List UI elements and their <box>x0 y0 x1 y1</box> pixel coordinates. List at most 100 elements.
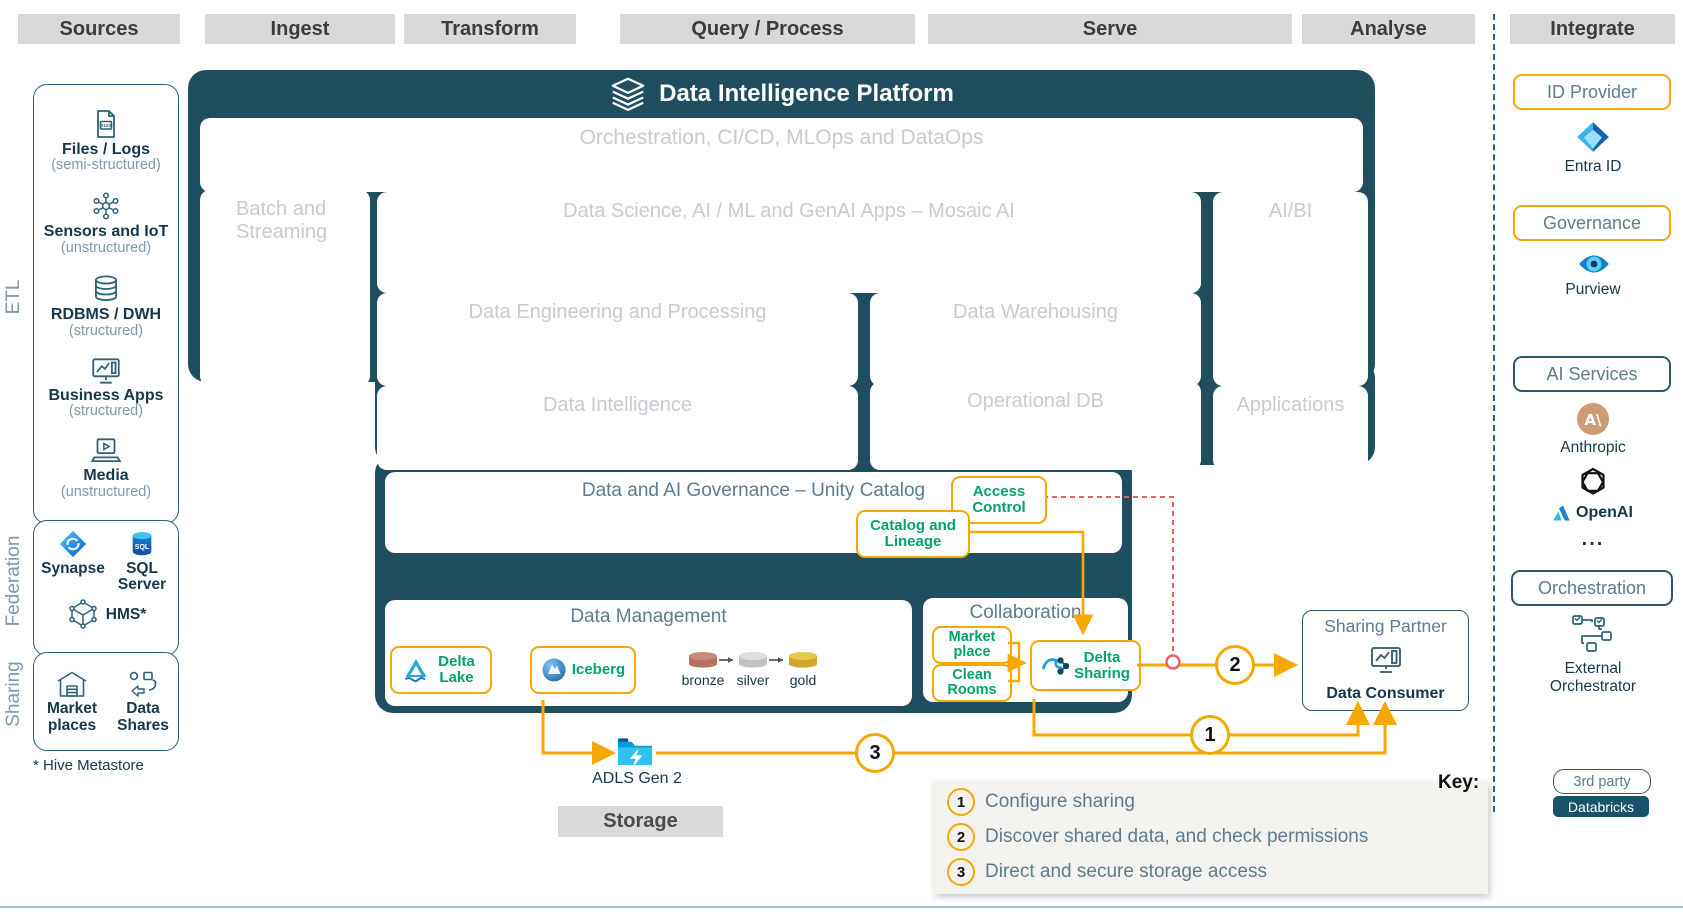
source-name: Business Apps <box>48 386 164 404</box>
legend-step-text: Discover shared data, and check permissi… <box>985 826 1369 847</box>
sharing-marketplaces: Market places <box>41 669 103 734</box>
svg-text:A\: A\ <box>1584 411 1602 429</box>
legend-row: 3 Direct and secure storage access <box>947 858 1488 886</box>
source-files-logs: 0101 Files / Logs (semi-structured) <box>51 108 161 174</box>
source-sensors-iot: Sensors and IoT (unstructured) <box>44 190 168 256</box>
federation-sql-server: SQL SQL Server <box>116 529 168 594</box>
medallion-cylinders-icon <box>689 652 817 668</box>
iceberg-chip: Iceberg <box>530 646 636 694</box>
federation-item-label: HMS* <box>105 605 147 623</box>
federation-group: Synapse SQL SQL Server <box>33 520 179 656</box>
market-place-chip: Market place <box>932 626 1012 664</box>
file-code-icon: 0101 <box>97 109 115 138</box>
storage-label-box: Storage <box>558 806 723 837</box>
legend-step-circle: 1 <box>947 788 975 816</box>
batch-streaming-label: Batch and Streaming <box>236 198 328 243</box>
source-subtitle: (structured) <box>68 322 144 339</box>
data-shares-icon <box>129 671 157 697</box>
key-label: Key: <box>1438 772 1480 793</box>
federation-section-label: Federation <box>3 535 24 627</box>
entra-id-label: Entra ID <box>1564 158 1622 175</box>
federation-synapse: Synapse <box>41 529 105 577</box>
anthropic-icon: A\ <box>1577 403 1609 435</box>
column-header-label: Transform <box>441 17 539 40</box>
adls-gen2-label: ADLS Gen 2 <box>592 770 682 787</box>
column-header-integrate: Integrate <box>1510 14 1675 44</box>
anthropic-label: Anthropic <box>1560 439 1626 456</box>
purview-icon <box>1579 255 1609 273</box>
etl-section-label: ETL <box>3 279 24 315</box>
medallion-labels: bronze silver gold <box>678 672 828 688</box>
operational-db-box: Operational DB <box>870 382 1201 470</box>
external-orchestrator-icon <box>1572 615 1612 652</box>
source-business-apps: Business Apps (structured) <box>49 356 164 420</box>
orchestration-label: Orchestration, CI/CD, MLOps and DataOps <box>579 126 984 149</box>
data-science-box: Data Science, AI / ML and GenAI Apps – M… <box>377 192 1201 293</box>
entra-id-icon <box>1577 122 1609 152</box>
medallion-silver-label: silver <box>736 672 770 688</box>
sharing-section-label: Sharing <box>3 661 24 727</box>
source-subtitle: (unstructured) <box>60 484 152 501</box>
column-header-serve: Serve <box>928 14 1292 44</box>
source-name: RDBMS / DWH <box>50 305 162 323</box>
column-header-ingest: Ingest <box>205 14 395 44</box>
ai-services-pill: AI Services <box>1513 356 1671 392</box>
database-icon <box>95 275 117 301</box>
step-number: 1 <box>1204 723 1216 746</box>
delta-lake-chip: Delta Lake <box>390 646 492 694</box>
key-third-party-pill: 3rd party <box>1553 769 1651 794</box>
data-warehousing-label: Data Warehousing <box>953 301 1118 323</box>
source-subtitle: (semi-structured) <box>51 157 161 174</box>
operational-db-label: Operational DB <box>967 390 1104 412</box>
hive-metastore-footnote: * Hive Metastore <box>33 757 144 774</box>
etl-sources-group: 0101 Files / Logs (semi-structured) Sens… <box>33 84 179 524</box>
source-media: Media (unstructured) <box>61 436 151 500</box>
step-number: 3 <box>869 741 881 764</box>
access-control-chip: Access Control <box>951 476 1047 524</box>
external-orchestrator-label: External Orchestrator <box>1549 660 1637 695</box>
delta-lake-label: Delta Lake <box>438 653 475 686</box>
source-subtitle: (unstructured) <box>60 240 152 257</box>
governance-pill: Governance <box>1513 205 1671 241</box>
data-science-label: Data Science, AI / ML and GenAI Apps – M… <box>563 200 1015 222</box>
source-subtitle: (structured) <box>68 403 144 420</box>
source-rdbms-dwh: RDBMS / DWH (structured) <box>51 273 161 339</box>
openai-label: OpenAI <box>1576 504 1633 521</box>
market-place-label: Market place <box>948 628 996 660</box>
legend-row: 1 Configure sharing <box>947 788 1488 816</box>
orchestration-pill-label: Orchestration <box>1537 577 1647 598</box>
integrate-divider <box>1493 14 1495 812</box>
batch-streaming-box: Batch and Streaming <box>200 190 370 386</box>
data-intelligence-box: Data Intelligence <box>377 386 858 470</box>
unity-catalog-title: Data and AI Governance – Unity Catalog <box>581 480 926 501</box>
federation-item-label: SQL Server <box>117 560 167 594</box>
collaboration-title: Collaboration <box>969 602 1082 623</box>
data-consumer-monitor-icon <box>1370 647 1401 673</box>
storage-label: Storage <box>603 810 678 832</box>
sharing-row: Market places Data Shares <box>41 669 171 734</box>
sharing-item-label: Market places <box>47 700 97 734</box>
ai-bi-box: AI/BI <box>1213 192 1368 386</box>
step2-circle: 2 <box>1215 645 1255 685</box>
column-header-analyse: Analyse <box>1302 14 1475 44</box>
data-intelligence-label: Data Intelligence <box>543 394 692 416</box>
delta-sharing-chip: Delta Sharing <box>1030 640 1141 691</box>
applications-label: Applications <box>1236 394 1345 416</box>
sharing-item-label: Data Shares <box>117 700 169 734</box>
key-databricks-label: Databricks <box>1567 798 1635 815</box>
source-name: Sensors and IoT <box>43 223 169 241</box>
column-header-label: Ingest <box>270 17 330 40</box>
legend-step-circle: 3 <box>947 858 975 886</box>
federation-row: Synapse SQL SQL Server <box>41 529 168 594</box>
iceberg-label: Iceberg <box>571 661 626 679</box>
bottom-rule <box>0 906 1683 908</box>
legend-step-text: Direct and secure storage access <box>985 861 1267 882</box>
laptop-media-icon <box>90 438 122 463</box>
access-control-label: Access Control <box>972 483 1026 516</box>
column-header-label: Sources <box>59 17 139 40</box>
monitor-chart-icon <box>92 358 120 384</box>
column-header-sources: Sources <box>18 14 180 44</box>
source-name: Files / Logs <box>61 140 150 158</box>
more-services-dots: ... <box>1581 528 1605 550</box>
